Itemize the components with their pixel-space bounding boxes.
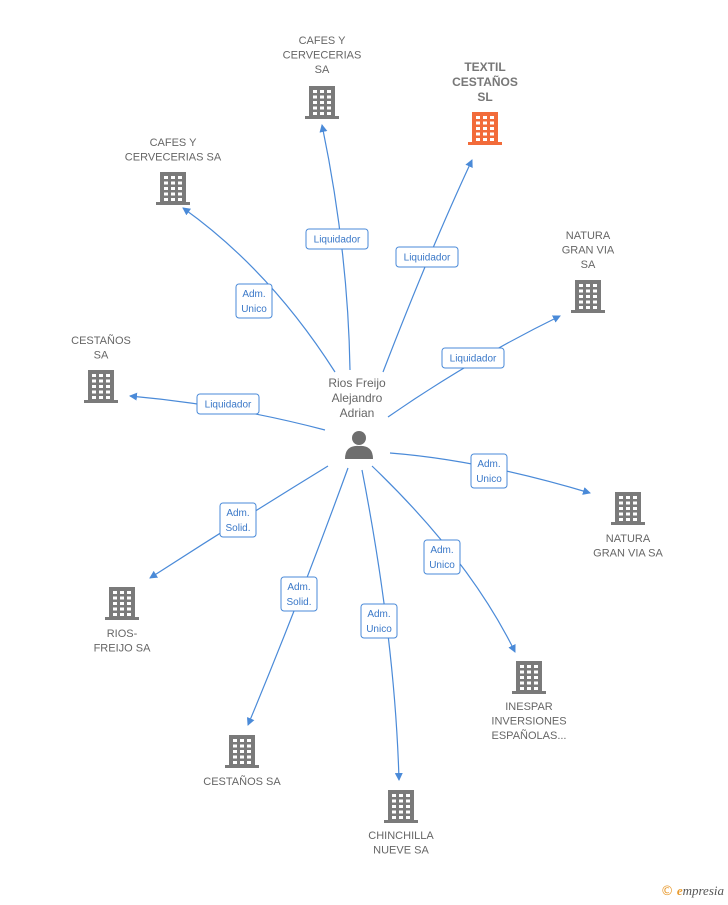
company-node-chinchilla[interactable]: CHINCHILLA NUEVE SA [368,790,434,857]
company-name-line: NUEVE SA [373,845,429,857]
company-node-inespar[interactable]: INESPAR INVERSIONESESPAÑOLAS... [491,661,567,742]
brand-name: mpresia [682,883,724,898]
role-badge-natura1[interactable]: Liquidador [441,347,505,369]
role-badge-cestanos2[interactable]: Adm. Solid. [280,576,318,612]
building-icon [384,790,418,823]
copyright-icon: © [660,884,674,899]
role-text: Liquidador [450,354,497,365]
role-text: Adm. [287,582,310,593]
role-text: Solid. [225,523,250,534]
role-badge-natura2[interactable]: Adm. Unico [470,453,508,489]
role-text: Liquidador [404,253,451,264]
building-icon [512,661,546,694]
company-name-line: SA [581,259,596,271]
building-icon [571,280,605,313]
role-badge-cafes2[interactable]: Adm. Unico [235,283,273,319]
company-name-line: CAFES Y [150,137,198,149]
company-name-line: RIOS- [107,628,138,640]
role-text: Unico [476,474,502,485]
empresia-logo: © empresia [661,883,724,899]
role-badge-cestanos1[interactable]: Liquidador [196,393,260,415]
role-text: Adm. [477,459,500,470]
role-badge-inespar[interactable]: Adm. Unico [423,539,461,575]
brand-initial: e [676,883,683,898]
role-text: Liquidador [314,235,361,246]
company-name-line: ESPAÑOLAS... [492,729,567,742]
role-badge-rios[interactable]: Adm. Solid. [219,502,257,538]
role-text: Unico [241,304,267,315]
role-badge-cafes1[interactable]: Liquidador [305,228,369,250]
role-text: Liquidador [205,400,252,411]
company-name-line: GRAN VIA [562,245,615,257]
person-name-line: Adrian [340,406,375,420]
company-name-line: CESTAÑOS [452,74,518,89]
company-name-line: NATURA [566,230,611,242]
company-node-cestanos1[interactable]: CESTAÑOS SA [71,334,131,403]
company-name-line: CERVECERIAS [283,50,362,62]
company-name-line: CAFES Y [299,35,347,47]
company-name-line: FREIJO SA [94,643,152,655]
company-name-line: GRAN VIA SA [593,548,663,560]
company-name-line: CESTAÑOS [71,334,131,347]
building-icon [105,587,139,620]
company-name-line: INESPAR [505,701,553,713]
role-text: Adm. [367,609,390,620]
person-icon [345,431,373,459]
building-icon [468,112,502,145]
role-text: Unico [366,624,392,635]
company-name-line: CESTAÑOS SA [203,775,281,788]
role-text: Unico [429,560,455,571]
role-text: Solid. [286,597,311,608]
company-node-natura1[interactable]: NATURA GRAN VIA SA [562,230,615,313]
building-icon [225,735,259,768]
building-icon [611,492,645,525]
company-node-natura2[interactable]: NATURA GRAN VIA SA [593,492,664,560]
company-name-line: INVERSIONES [491,716,566,728]
role-badge-chinchilla[interactable]: Adm. Unico [360,603,398,639]
role-text: Adm. [430,545,453,556]
building-icon [84,370,118,403]
role-text: Adm. [242,289,265,300]
person-name-line: Alejandro [332,391,383,405]
company-name-line: CERVECERIAS SA [125,152,222,164]
company-node-cafes2[interactable]: CAFES Y CERVECERIAS SA [125,137,222,205]
company-name-line: CHINCHILLA [368,830,434,842]
company-name-line: SA [94,350,109,362]
role-badge-textil[interactable]: Liquidador [395,246,459,268]
company-name-line: TEXTIL [464,60,505,74]
building-icon [156,172,190,205]
company-name-line: NATURA [606,533,651,545]
person-name-line: Rios Freijo [328,376,386,390]
company-name-line: SL [477,90,492,104]
company-name-line: SA [315,64,330,76]
role-text: Adm. [226,508,249,519]
company-node-rios[interactable]: RIOS- FREIJO SA [94,587,152,655]
edge-cafes2 [182,207,336,373]
company-node-cestanos2[interactable]: CESTAÑOS SA [203,735,281,788]
building-icon [305,86,339,119]
company-node-cafes1[interactable]: CAFES Y CERVECERIAS SA [283,35,362,119]
